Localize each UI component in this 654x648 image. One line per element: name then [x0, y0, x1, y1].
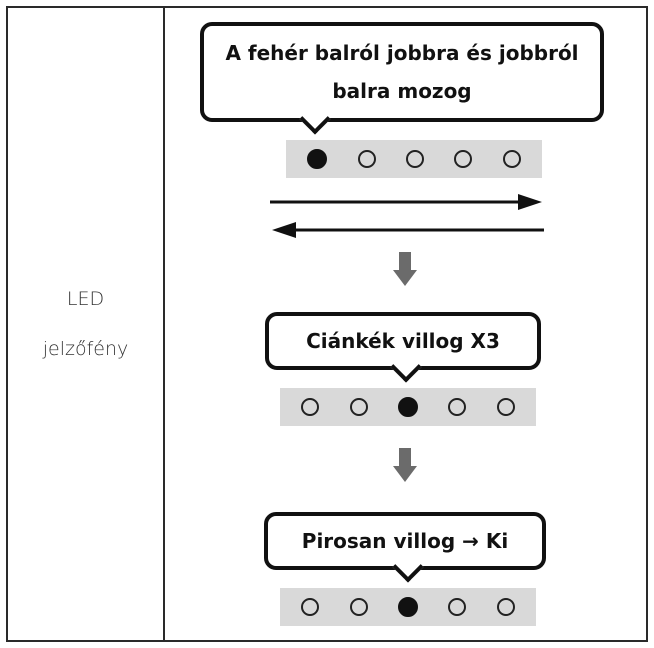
- callout-step-3-text: Pirosan villog → Ki: [301, 529, 509, 553]
- led-off: [349, 598, 368, 616]
- led-off: [357, 150, 376, 168]
- led-off: [448, 398, 467, 416]
- led-lit: [397, 597, 418, 617]
- led-off: [301, 398, 320, 416]
- callout-step-1: A fehér balról jobbra és jobbról balra m…: [200, 22, 604, 135]
- down-arrow-icon: [393, 252, 417, 286]
- callout-step-1-line2: balra mozog: [332, 79, 472, 103]
- led-off: [448, 598, 467, 616]
- led-off: [301, 598, 320, 616]
- led-off: [454, 150, 473, 168]
- led-lit: [397, 397, 418, 417]
- led-strip-step-2: [280, 388, 536, 426]
- led-off: [496, 598, 515, 616]
- led-off: [349, 398, 368, 416]
- row-label-line1: LED: [66, 288, 105, 310]
- right-arrow-icon: [270, 194, 542, 210]
- callout-step-3: Pirosan villog → Ki: [264, 512, 546, 583]
- left-arrow-icon: [272, 222, 544, 238]
- row-label: LED jelzőfény: [8, 8, 163, 640]
- down-arrow-icon: [393, 448, 417, 482]
- callout-step-1-line1: A fehér balról jobbra és jobbról: [225, 41, 579, 65]
- row-label-line2: jelzőfény: [42, 338, 129, 360]
- led-off: [502, 150, 521, 168]
- led-strip-step-1: [286, 140, 542, 178]
- led-off: [405, 150, 424, 168]
- led-lit: [307, 149, 328, 169]
- column-divider: [163, 6, 165, 642]
- callout-step-2: Ciánkék villog X3: [265, 312, 541, 383]
- led-strip-step-3: [280, 588, 536, 626]
- led-off: [496, 398, 515, 416]
- callout-step-2-text: Ciánkék villog X3: [306, 329, 500, 353]
- instruction-table: [6, 6, 648, 642]
